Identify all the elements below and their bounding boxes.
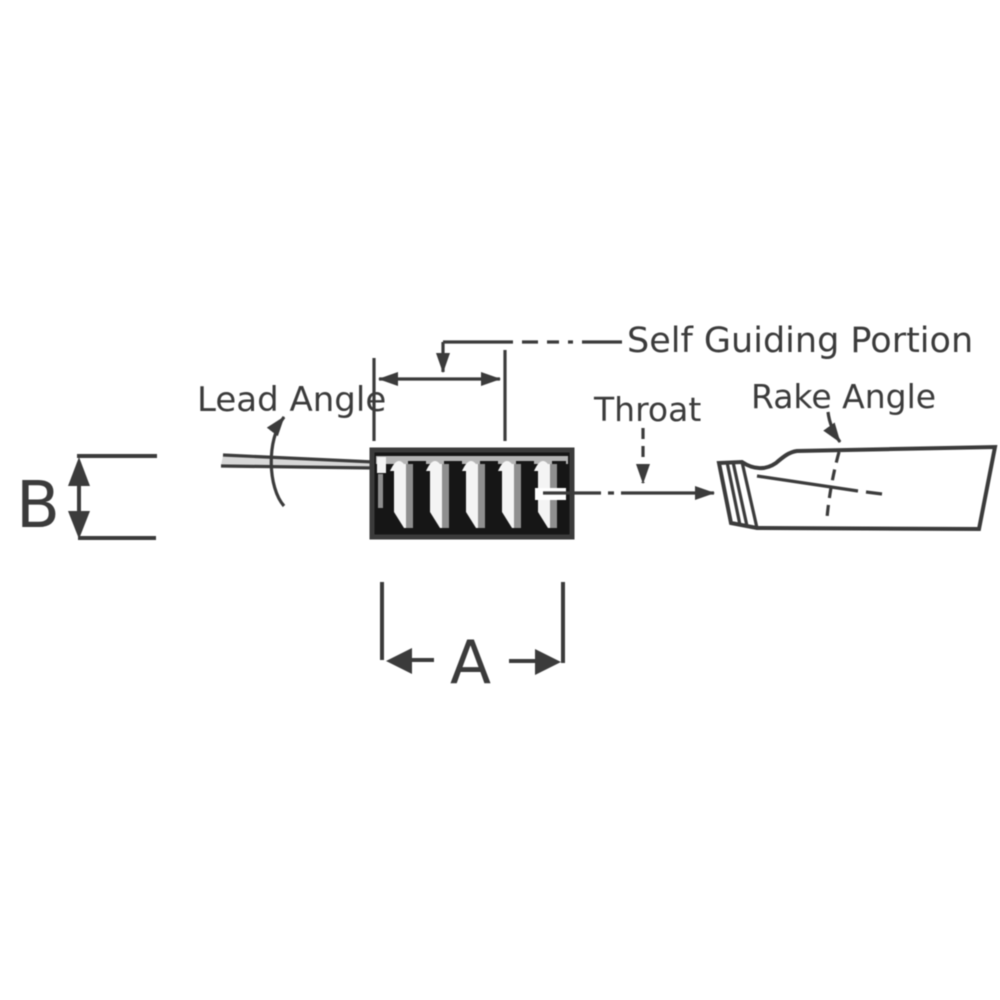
label-self-guiding-portion: Self Guiding Portion xyxy=(627,321,973,361)
arrowhead-down-icon xyxy=(68,511,90,539)
arrowhead-up-icon xyxy=(68,457,90,486)
tooth-notch xyxy=(552,461,566,471)
tooth-flank xyxy=(442,464,449,528)
front-face-hatch xyxy=(725,461,742,526)
arrowhead-right-icon xyxy=(535,649,561,675)
rake-reference-arc xyxy=(825,451,841,519)
tooth-flank xyxy=(478,464,485,528)
tooth-flank xyxy=(514,464,521,528)
pilot-tip-group xyxy=(220,453,375,470)
pilot-lower-edge xyxy=(220,464,375,470)
throat-group: Throat xyxy=(543,390,715,500)
tooth-notch xyxy=(480,461,498,471)
tooth-partial xyxy=(377,457,386,473)
tooth-root-shadow xyxy=(466,512,476,528)
tooth-face xyxy=(502,464,514,528)
tooth-root-shadow xyxy=(394,512,404,528)
tooth-root-shadow xyxy=(538,512,548,528)
tooth-partial-shade xyxy=(378,474,383,508)
self-guiding-dimension-group: Self Guiding Portion xyxy=(372,321,973,441)
lead-angle-arc xyxy=(266,416,286,508)
dimension-a-group: A xyxy=(380,582,565,698)
tooth-notch xyxy=(444,461,462,471)
lead-angle-group: Lead Angle xyxy=(197,380,386,508)
label-dim-b: B xyxy=(16,469,60,543)
serrated-block-group xyxy=(369,447,575,540)
block-top-band xyxy=(376,456,568,464)
pilot-upper-edge xyxy=(222,453,375,464)
rake-face-line-dash xyxy=(865,490,883,496)
tooth-flank xyxy=(406,464,413,528)
front-face-edge xyxy=(740,461,759,529)
tool-body-outline xyxy=(716,444,998,532)
label-rake-angle: Rake Angle xyxy=(751,377,936,416)
tooth-notch xyxy=(516,461,534,471)
tooth-root-shadow xyxy=(502,512,512,528)
label-lead-angle: Lead Angle xyxy=(197,380,386,420)
tooth-notch xyxy=(408,461,426,471)
arrowhead-left-icon xyxy=(386,648,412,674)
tooth-face xyxy=(430,464,442,528)
label-dim-a: A xyxy=(450,628,491,698)
tooth-face xyxy=(466,464,478,528)
tooth-face xyxy=(394,464,406,528)
tooth-root-shadow xyxy=(430,512,440,528)
tool-body-group: Rake Angle xyxy=(716,377,998,532)
label-throat: Throat xyxy=(593,390,701,429)
dimension-b-group: B xyxy=(16,454,157,543)
rake-face-line xyxy=(756,474,859,493)
rake-leader-arrow xyxy=(823,411,842,443)
front-face-hatch xyxy=(731,461,749,527)
